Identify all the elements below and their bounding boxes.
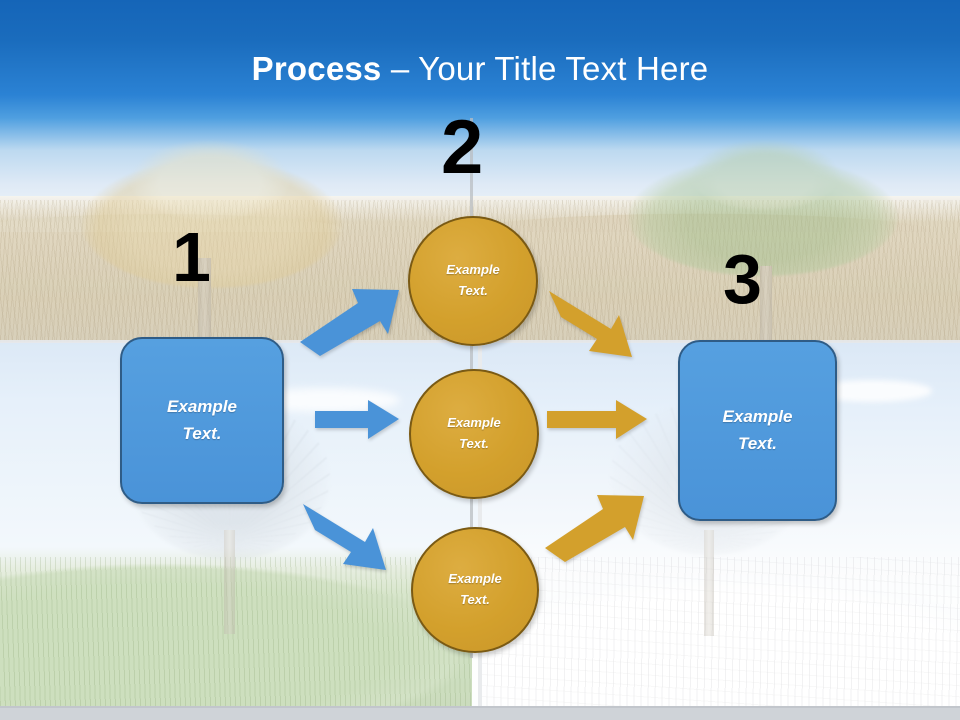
- arrow-bottom-to-end: [545, 492, 650, 562]
- arrow-start-to-bottom: [303, 498, 408, 570]
- summer-tree-icon: [610, 140, 910, 346]
- arrow-start-to-middle: [315, 400, 399, 442]
- circle-bottom-line1: Example: [448, 571, 502, 587]
- circle-top-line1: Example: [446, 262, 500, 278]
- end-box-line2: Text.: [737, 433, 778, 453]
- circle-top-line2: Text.: [458, 283, 488, 298]
- autumn-tree-icon: [60, 138, 360, 346]
- start-box[interactable]: Example Text.: [120, 337, 284, 504]
- circle-top[interactable]: Example Text.: [408, 216, 538, 346]
- meadow-grass-texture: [0, 557, 478, 708]
- step-number-3: 3: [723, 240, 762, 318]
- page-title: Process – Your Title Text Here: [0, 50, 960, 88]
- snow-texture: [482, 557, 960, 708]
- snow-hill: [472, 522, 960, 720]
- winter-snow-panel: [472, 342, 960, 720]
- cloud-shape: [812, 380, 932, 402]
- circle-bottom[interactable]: Example Text.: [411, 527, 539, 653]
- vertical-divider: [478, 342, 482, 708]
- step-number-1: 1: [172, 218, 211, 296]
- end-box[interactable]: Example Text.: [678, 340, 837, 521]
- arrow-top-to-end: [549, 285, 654, 357]
- arrow-middle-to-end: [547, 400, 647, 442]
- start-box-line2: Text.: [182, 423, 222, 443]
- circle-middle[interactable]: Example Text.: [409, 369, 539, 499]
- circle-bottom-line2: Text.: [460, 592, 490, 607]
- bottom-strip: [0, 706, 960, 720]
- end-box-line1: Example: [722, 407, 793, 427]
- step-number-2: 2: [441, 105, 484, 190]
- page-title-rest: – Your Title Text Here: [381, 50, 709, 87]
- circle-middle-line2: Text.: [459, 436, 489, 451]
- start-box-line1: Example: [167, 397, 237, 417]
- arrow-start-to-top: [300, 286, 405, 356]
- circle-middle-line1: Example: [447, 415, 501, 431]
- page-title-strong: Process: [251, 50, 382, 87]
